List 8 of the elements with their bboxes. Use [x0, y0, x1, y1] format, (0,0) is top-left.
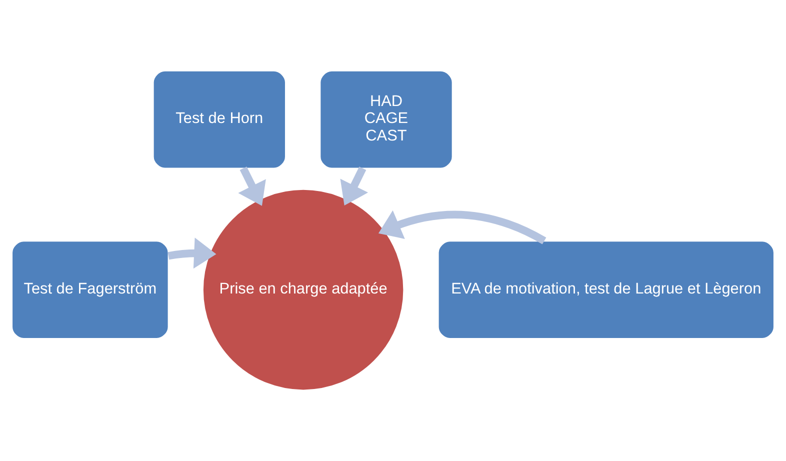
arrow — [238, 166, 266, 206]
node-box: Test de Fagerström — [12, 240, 169, 339]
arrow — [378, 210, 546, 244]
node-box: HAD CAGE CAST — [320, 70, 453, 169]
arrow — [168, 238, 216, 269]
arrow — [340, 166, 368, 206]
node-box: Test de Horn — [152, 70, 286, 169]
node-box: EVA de motivation, test de Lagrue et Lègeron — [438, 240, 774, 339]
